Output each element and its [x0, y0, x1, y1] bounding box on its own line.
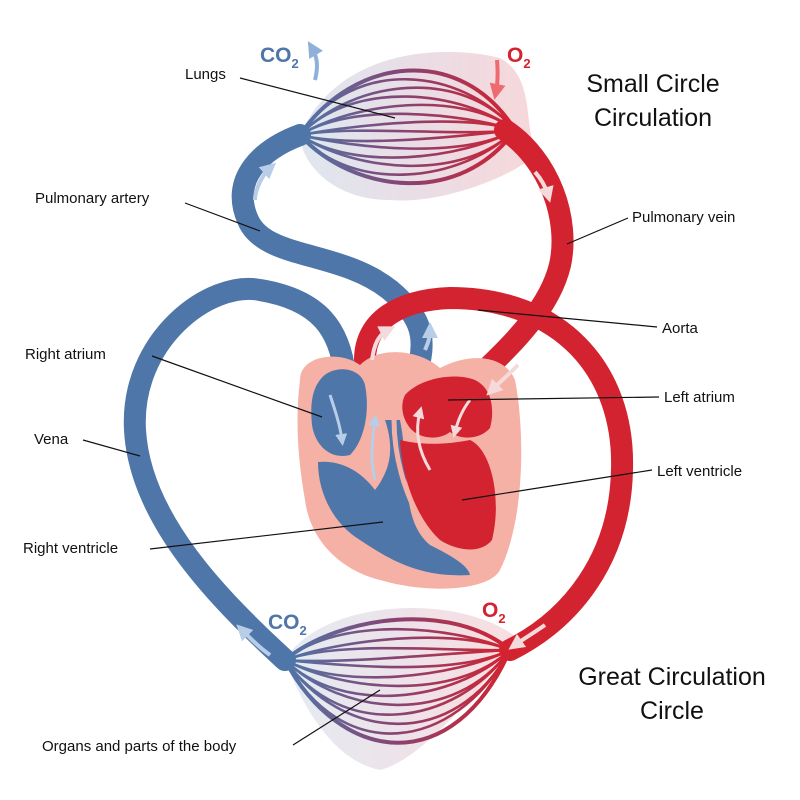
pulmonary-artery-leader [184, 202, 261, 232]
great-circle-title-line1: Great Circulation [578, 663, 766, 691]
flow-arrow-right-atrium [328, 394, 348, 446]
flow-arrow-vein-to-heart [486, 363, 520, 396]
left-ventricle-label: Left ventricle [657, 463, 742, 480]
flow-arrow-aorta-descending [508, 623, 547, 650]
o2-entry-arrow [489, 59, 506, 100]
flow-arrow-aorta-arch [370, 326, 396, 361]
body-capillary-strand [283, 649, 512, 745]
left-ventricle-chamber [400, 440, 496, 550]
flow-arrow-right-ventricle [368, 414, 381, 481]
pulmonary-artery-vessel [231, 124, 433, 371]
right-ventricle-chamber [318, 420, 470, 576]
left-ventricle-leader [461, 469, 653, 501]
vena-leader [82, 439, 141, 457]
left-atrium-label: Left atrium [664, 389, 735, 406]
pulmonary-vein-leader [566, 217, 629, 245]
body-capillary-bed [283, 607, 520, 770]
right-atrium-leader [151, 355, 323, 418]
lung-capillary-strand [298, 128, 517, 186]
organs-leader [292, 689, 381, 746]
flow-arrow-pulmonary-artery [253, 162, 277, 201]
flow-arrow-left-ventricle [412, 406, 432, 471]
right-atrium-label: Right atrium [25, 346, 106, 363]
o2-body-label: O2 [482, 599, 506, 626]
great-circle-title-line2: Circle [640, 697, 704, 725]
co2-lungs-label: CO2 [260, 44, 299, 71]
lungs-leader [239, 77, 396, 119]
flow-arrow-vena [236, 624, 272, 657]
flow-arrow-left-atrium [450, 399, 472, 438]
aorta-leader [477, 309, 658, 328]
aorta-vessel [354, 286, 634, 661]
organs-label: Organs and parts of the body [42, 738, 237, 755]
small-circle-title-line2: Circulation [594, 104, 712, 132]
small-circle-title-line1: Small Circle [586, 70, 719, 98]
o2-lungs-label: O2 [507, 44, 531, 71]
lung-capillary-bed [298, 51, 540, 201]
right-atrium-chamber [311, 369, 367, 456]
left-atrium-leader [447, 396, 660, 401]
aorta-label: Aorta [662, 320, 699, 337]
flow-arrow-pulmonary-vein [533, 170, 554, 203]
pulmonary-vein-vessel [459, 119, 574, 396]
co2-exit-arrow [307, 41, 323, 81]
right-ventricle-leader [149, 521, 384, 550]
vena-label: Vena [34, 431, 69, 448]
septum [391, 399, 433, 537]
heart [297, 352, 522, 589]
lungs-label: Lungs [185, 66, 226, 83]
left-atrium-chamber [402, 376, 493, 438]
co2-body-label: CO2 [268, 611, 307, 638]
vena-vessel [123, 277, 356, 671]
right-ventricle-label: Right ventricle [23, 540, 118, 557]
flow-arrow-pulm-trunk [421, 322, 438, 351]
pulmonary-artery-label: Pulmonary artery [35, 190, 150, 207]
pulmonary-vein-label: Pulmonary vein [632, 209, 735, 226]
